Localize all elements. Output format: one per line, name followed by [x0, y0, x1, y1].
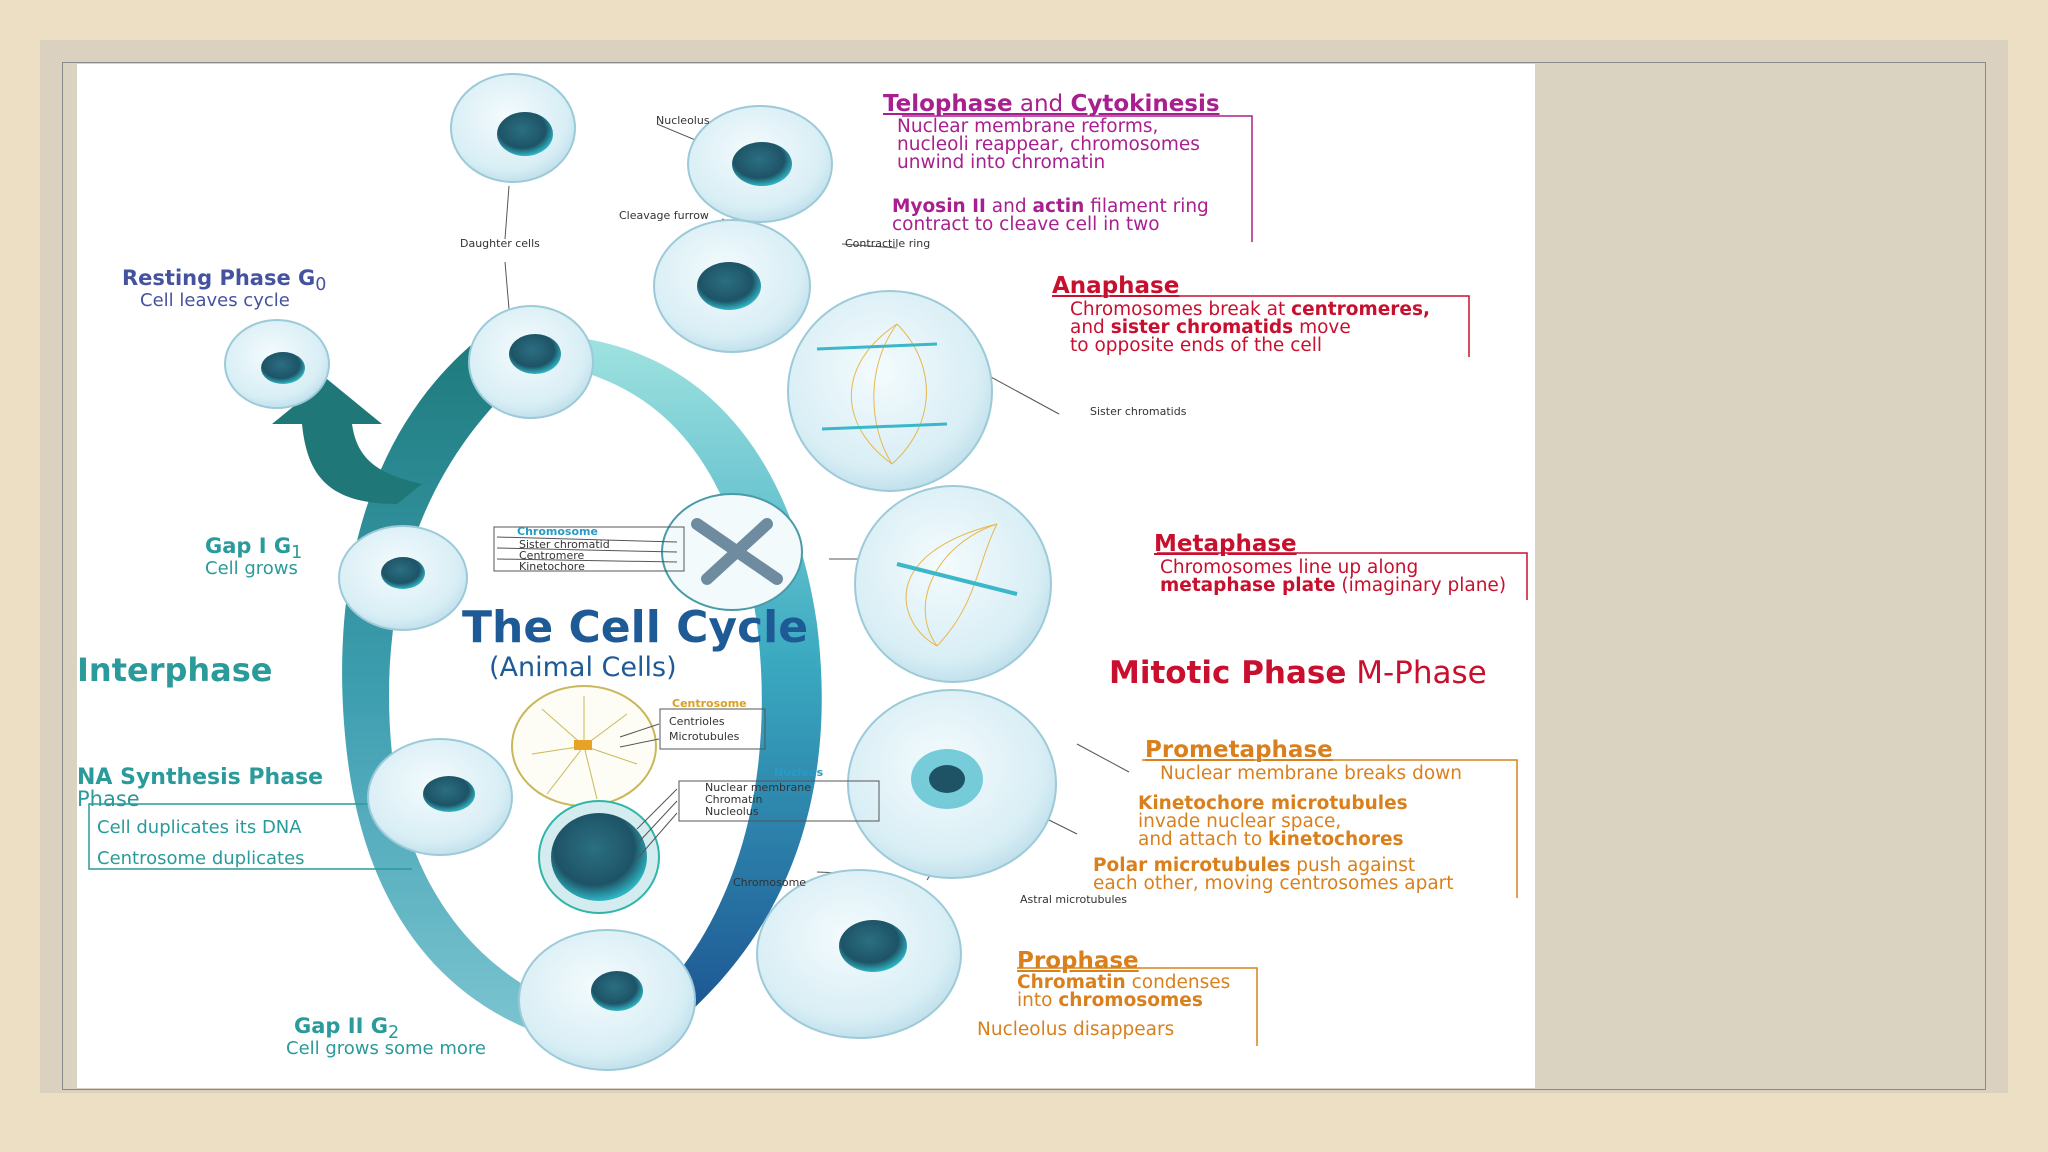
diagram-title: The Cell Cycle	[462, 602, 809, 653]
cell-cycle-diagram: The Cell Cycle (Animal Cells) Interphase…	[77, 64, 1535, 1088]
prometaphase-line-1: Nuclear membrane breaks down	[1160, 763, 1462, 784]
chromosome-inset	[661, 493, 803, 611]
cell-daughter-top	[450, 73, 576, 183]
nucleus-legend-title: Nucleus	[774, 766, 824, 779]
telophase-line-4: Myosin II and actin filament ring	[892, 196, 1209, 217]
nucleus-legend-item-3: Nucleolus	[705, 805, 759, 818]
mitotic-phase-label: Mitotic Phase M-Phase	[1109, 655, 1487, 691]
anaphase-line-2: and sister chromatids move	[1070, 317, 1351, 338]
telophase-line-2: nucleoli reappear, chromosomes	[897, 134, 1200, 155]
label-daughter-cells: Daughter cells	[460, 237, 540, 250]
cell-cycle-illustration	[88, 73, 1528, 1071]
synthesis-line-2: Centrosome duplicates	[97, 848, 305, 869]
cell-g2	[518, 929, 696, 1071]
label-contractile-ring: Contractile ring	[845, 237, 931, 250]
chromosome-legend-item-3: Kinetochore	[519, 560, 585, 573]
label-astral-microtubules: Astral microtubules	[1020, 893, 1128, 906]
prophase-line-1: Chromatin condenses	[1017, 972, 1231, 993]
anaphase-heading: Anaphase	[1052, 273, 1180, 299]
anaphase-line-1: Chromosomes break at centromeres,	[1070, 299, 1431, 320]
gap2-title: Gap II G2	[294, 1014, 400, 1044]
cell-prometaphase	[847, 689, 1057, 879]
gap1-title: Gap I G1	[205, 534, 303, 564]
g0-exit-arrow	[272, 379, 422, 504]
telophase-heading: Telophase and Cytokinesis	[883, 91, 1220, 117]
prometaphase-line-5: Polar microtubules push against	[1093, 855, 1416, 876]
telophase-line-3: unwind into chromatin	[897, 152, 1106, 173]
resting-phase-desc: Cell leaves cycle	[140, 290, 290, 311]
prophase-line-3: Nucleolus disappears	[977, 1019, 1175, 1040]
centrosome-inset	[511, 685, 657, 807]
cell-resting	[224, 319, 330, 409]
anaphase-line-3: to opposite ends of the cell	[1070, 335, 1323, 356]
synthesis-line-1: Cell duplicates its DNA	[97, 817, 302, 838]
cell-prophase	[756, 869, 962, 1039]
synthesis-bracket	[88, 803, 412, 870]
cell-daughter-bottom	[468, 305, 594, 419]
synthesis-title: NA Synthesis Phase	[77, 765, 324, 790]
label-chromosome: Chromosome	[733, 876, 807, 889]
prophase-line-2: into chromosomes	[1017, 990, 1203, 1011]
cell-metaphase	[854, 485, 1052, 683]
synthesis-title-2: Phase	[77, 787, 140, 811]
label-nucleolus: Nucleolus	[656, 114, 710, 127]
cell-anaphase	[787, 290, 993, 492]
cells	[224, 73, 1057, 1071]
metaphase-line-1: Chromosomes line up along	[1160, 557, 1419, 578]
centrosome-legend-item-2: Microtubules	[669, 730, 740, 743]
telophase-line-5: contract to cleave cell in two	[892, 214, 1160, 235]
chromosome-legend-item-2: Centromere	[519, 549, 585, 562]
gap1-desc: Cell grows	[205, 558, 298, 579]
prometaphase-line-3: invade nuclear space,	[1138, 811, 1342, 832]
chromosome-legend-title: Chromosome	[517, 525, 598, 538]
nucleus-inset	[538, 800, 660, 914]
diagram-subtitle: (Animal Cells)	[489, 652, 677, 683]
prometaphase-line-2: Kinetochore microtubules	[1138, 793, 1408, 814]
cell-cytokinesis	[653, 219, 811, 353]
chromosome-legend-item-1: Sister chromatid	[519, 538, 610, 551]
label-sister-chromatids: Sister chromatids	[1090, 405, 1187, 418]
cell-synthesis	[367, 738, 513, 856]
centrosome-legend-title: Centrosome	[672, 697, 747, 710]
label-cleavage-furrow: Cleavage furrow	[619, 209, 709, 222]
nucleus-legend-item-2: Chromatin	[705, 793, 763, 806]
resting-phase-title: Resting Phase G0	[122, 266, 327, 296]
centrosome-legend-item-1: Centrioles	[669, 715, 725, 728]
nucleus-legend-item-1: Nuclear membrane	[705, 781, 812, 794]
cell-g1	[338, 525, 468, 631]
prometaphase-line-4: and attach to kinetochores	[1138, 829, 1404, 850]
telophase-line-1: Nuclear membrane reforms,	[897, 116, 1159, 137]
prophase-heading: Prophase	[1017, 948, 1139, 974]
metaphase-line-2: metaphase plate (imaginary plane)	[1160, 575, 1507, 596]
prometaphase-heading: Prometaphase	[1145, 737, 1333, 763]
interphase-label: Interphase	[77, 651, 273, 689]
prometaphase-line-6: each other, moving centrosomes apart	[1093, 873, 1454, 894]
metaphase-heading: Metaphase	[1154, 531, 1297, 557]
cell-telophase	[687, 105, 833, 223]
gap2-desc: Cell grows some more	[286, 1038, 486, 1059]
